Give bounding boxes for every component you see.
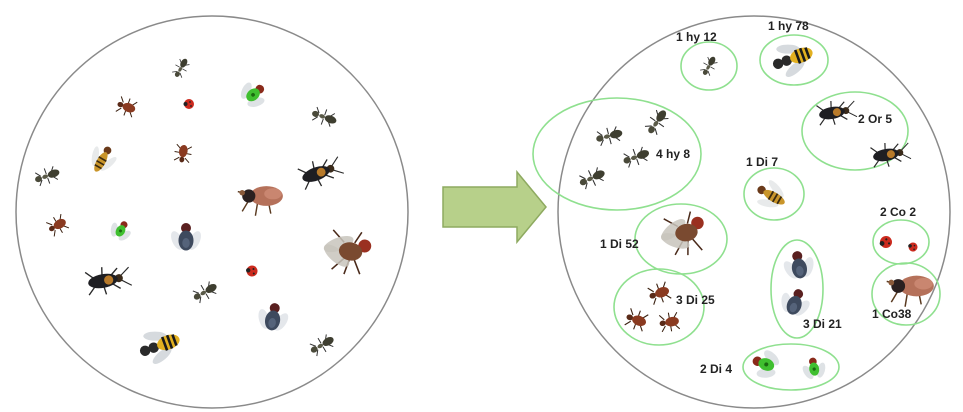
group-label-di-21: 3 Di 21 <box>803 317 842 331</box>
group-label-di-25: 3 Di 25 <box>676 293 715 307</box>
sort-arrow <box>443 172 546 242</box>
group-label-hy-78: 1 hy 78 <box>768 19 809 33</box>
group-label-or-5: 2 Or 5 <box>858 112 892 126</box>
group-label-hy-12: 1 hy 12 <box>676 30 717 44</box>
group-label-di-52: 1 Di 52 <box>600 237 639 251</box>
group-label-co-38: 1 Co38 <box>872 307 912 321</box>
group-label-hy-8: 4 hy 8 <box>656 147 690 161</box>
group-label-co-2: 2 Co 2 <box>880 205 916 219</box>
unsorted-circle <box>16 16 408 408</box>
group-label-di-4: 2 Di 4 <box>700 362 732 376</box>
group-label-di-7: 1 Di 7 <box>746 155 778 169</box>
